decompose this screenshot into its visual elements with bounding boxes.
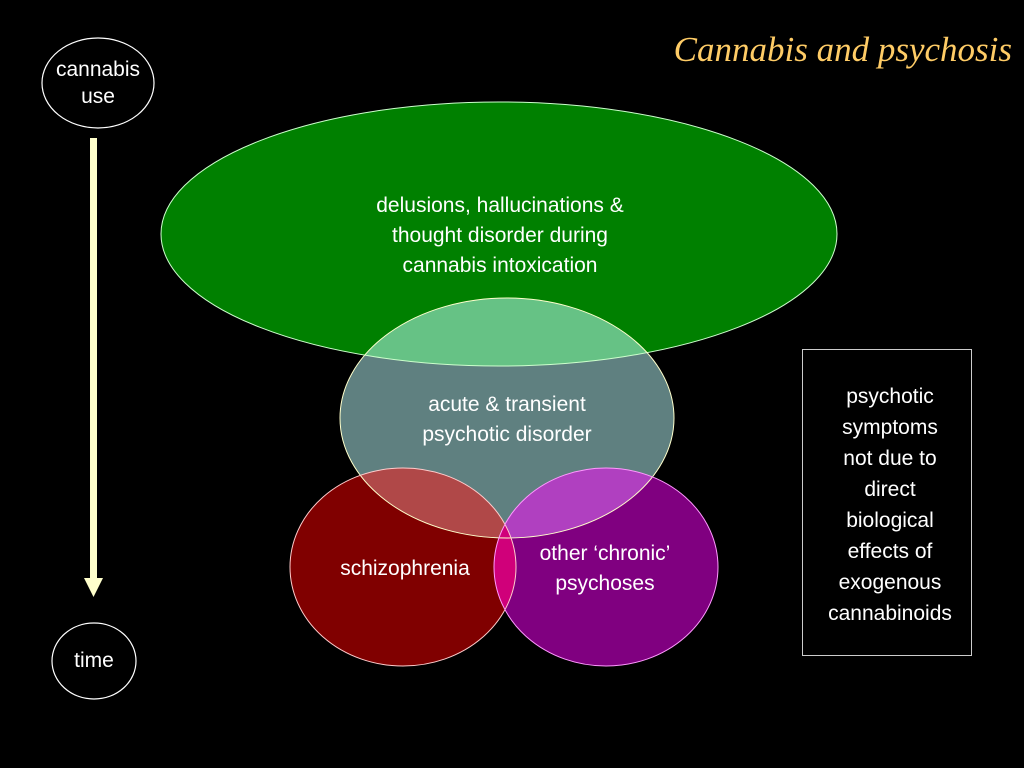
schizophrenia-label: schizophrenia [340, 557, 470, 580]
intoxication-ellipse [161, 102, 837, 366]
slide-title: Cannabis and psychosis [673, 30, 1012, 69]
side-note-box [802, 349, 972, 656]
schizophrenia-outline [289, 467, 517, 667]
other-chronic-label: other ‘chronic’ psychoses [539, 542, 671, 595]
intoxication-label: delusions, hallucinations & thought diso… [376, 194, 624, 277]
time-circle [51, 622, 137, 700]
overlap-intoxication-acute [340, 298, 674, 366]
side-note-label: psychotic symptoms not due to direct bio… [828, 385, 952, 625]
acute-outline [339, 297, 675, 539]
other-chronic-outline [493, 467, 719, 667]
timeline-arrowhead [84, 578, 103, 597]
intoxication-outline [160, 101, 838, 367]
cannabis-use-label: cannabis use [55, 58, 141, 108]
acute-label: acute & transient psychotic disorder [422, 393, 592, 446]
timeline-arrow-shaft [90, 138, 97, 582]
cannabis-use-circle [41, 37, 155, 129]
time-label: time [74, 649, 114, 672]
